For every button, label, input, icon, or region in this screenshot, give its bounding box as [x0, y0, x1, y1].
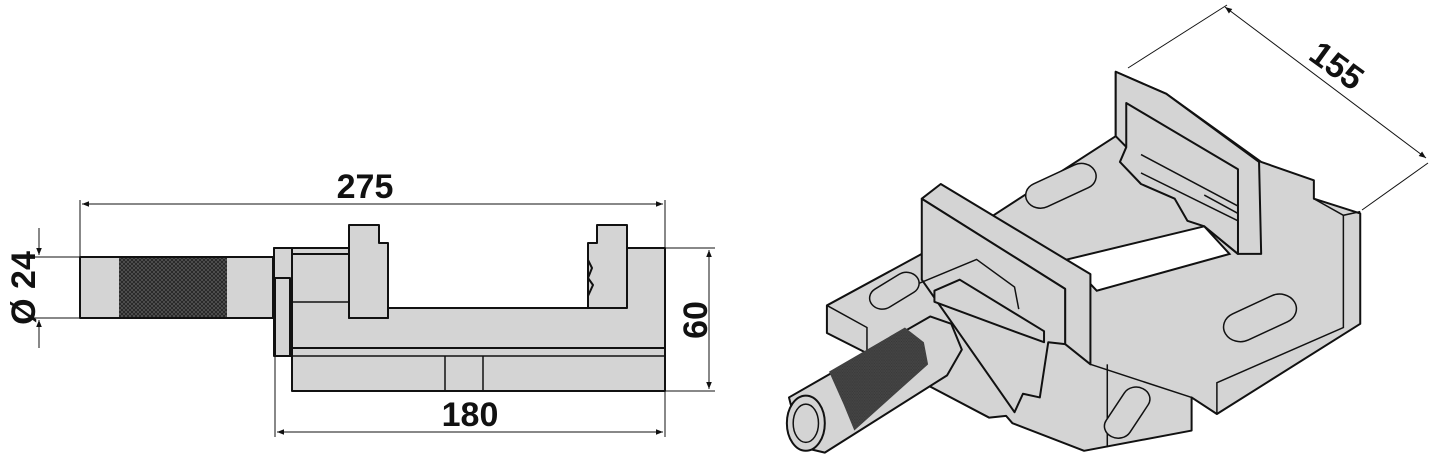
dim-overall-length: 275 — [337, 168, 394, 206]
side-view: 275 180 60 Ø 24 — [5, 168, 715, 437]
slot — [1020, 159, 1101, 213]
dim-width: 155 — [1302, 34, 1370, 98]
movable-jaw — [348, 224, 389, 319]
spindle-knurl — [119, 258, 227, 317]
spindle-hex-socket — [793, 404, 818, 442]
fixed-jaw — [587, 224, 628, 309]
collar-inner — [274, 277, 291, 357]
iso-spindle-knurl — [829, 327, 929, 431]
dim-base-length: 180 — [442, 396, 499, 434]
slot — [865, 268, 924, 314]
base — [291, 347, 666, 392]
slot — [1099, 383, 1154, 443]
dim-spindle-diameter: Ø 24 — [5, 251, 43, 325]
spindle-guide — [934, 280, 1044, 343]
isometric-view — [787, 72, 1360, 453]
fixed-jaw-plate — [1120, 103, 1238, 254]
slot — [1218, 289, 1303, 347]
dim-height: 60 — [677, 301, 715, 339]
